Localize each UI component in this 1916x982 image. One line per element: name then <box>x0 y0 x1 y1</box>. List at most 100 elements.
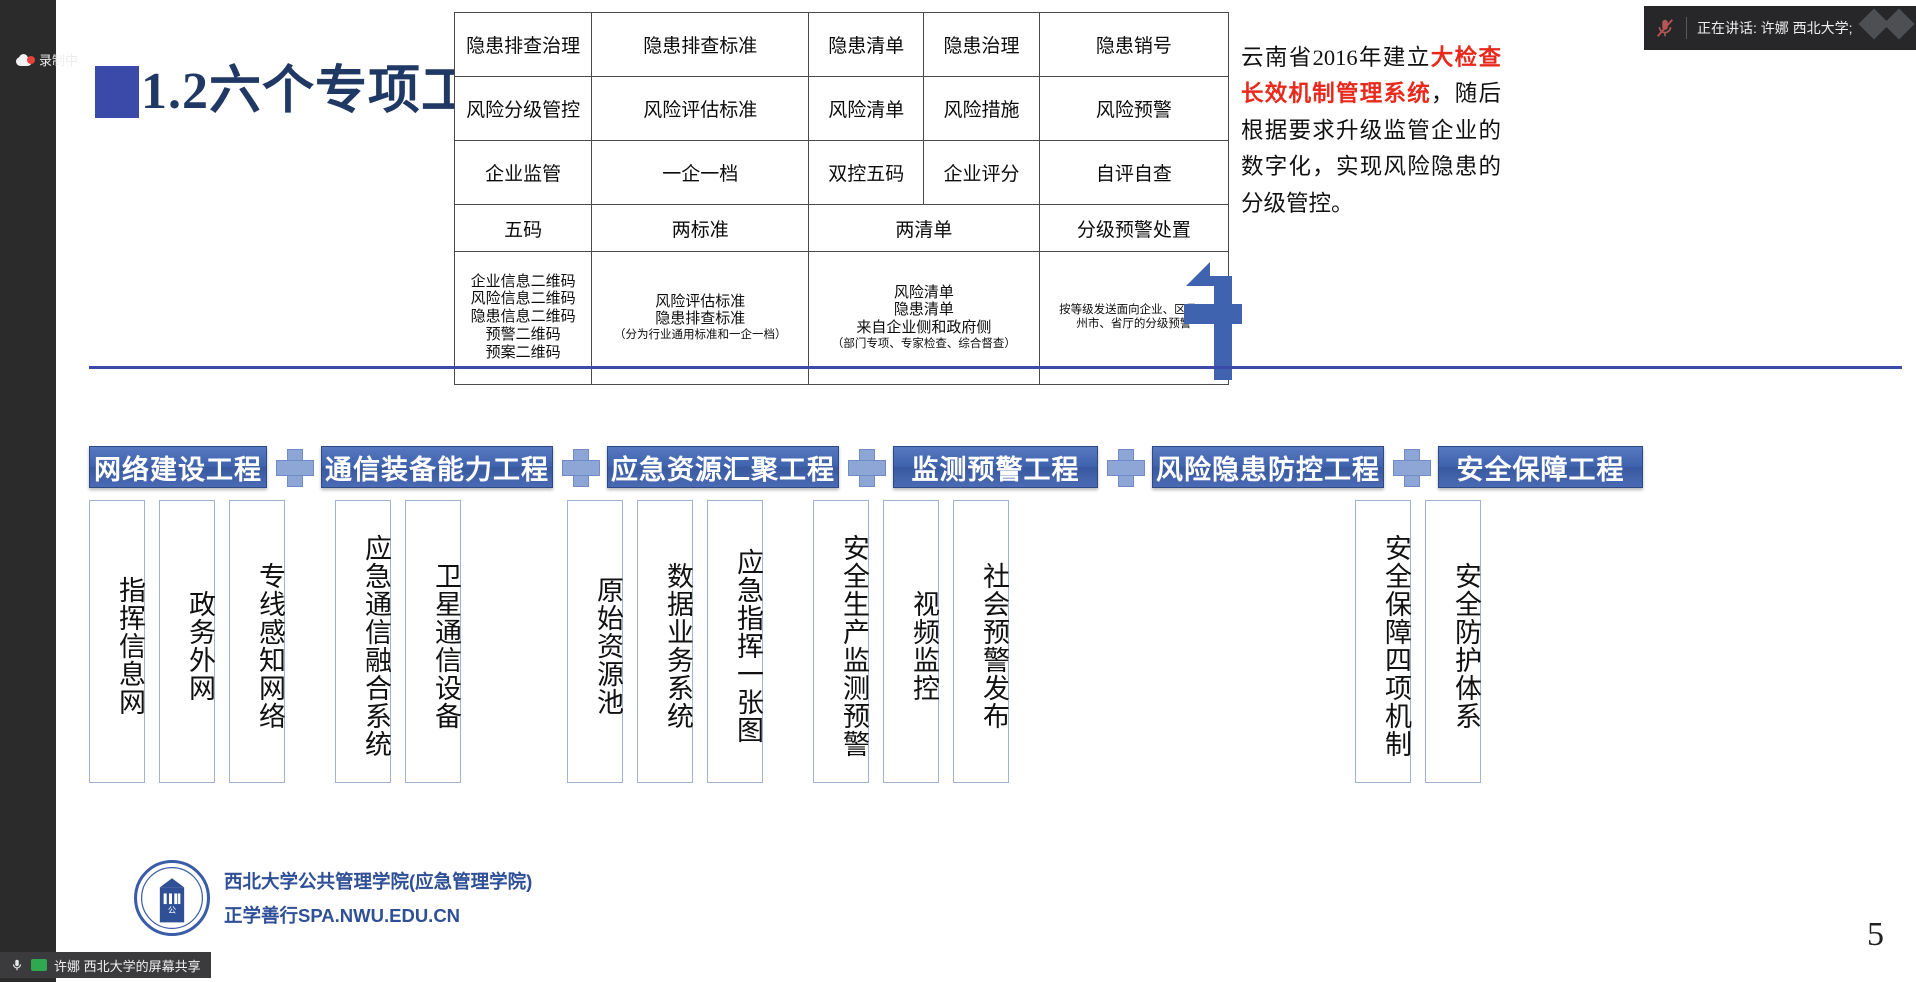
cell-detail-codes: 企业信息二维码 风险信息二维码 隐患信息二维码 预警二维码 预案二维码 <box>453 251 593 385</box>
detail-line: 隐患信息二维码 <box>470 309 576 326</box>
project-node: 卫星通信设备 <box>405 500 461 783</box>
divider <box>1686 17 1687 39</box>
side-note-paragraph: 云南省2016年建立大检查长效机制管理系统，随后根据要求升级监管企业的数字化，实… <box>1241 40 1501 222</box>
spacer <box>299 500 335 783</box>
project-banner-1[interactable]: 网络建设工程 <box>89 446 267 488</box>
cell: 企业监管 <box>453 140 593 205</box>
cell: 一企一档 <box>591 140 810 205</box>
table-row: 企业监管 一企一档 双控五码 企业评分 自评自查 <box>453 140 1230 205</box>
active-speaker-bar: 正在讲话: 许娜 西北大学; <box>1644 6 1916 50</box>
project-group-6: 安全保障四项机制 安全防护体系 <box>1355 500 1495 783</box>
cell: 隐患排查治理 <box>453 12 593 77</box>
six-projects-matrix-table: 隐患排查治理 隐患排查标准 隐患清单 隐患治理 隐患销号 风险分级管控 风险评估… <box>453 12 1230 385</box>
mic-muted-icon <box>1654 17 1676 39</box>
project-node-row: 指挥信息网 政务外网 专线感知网络 应急通信融合系统 卫星通信设备 原始资源池 … <box>89 500 1495 783</box>
plus-icon <box>1393 449 1431 487</box>
table-body: 隐患排查治理 隐患排查标准 隐患清单 隐患治理 隐患销号 风险分级管控 风险评估… <box>453 12 1230 385</box>
project-banner-2[interactable]: 通信装备能力工程 <box>321 446 553 488</box>
project-node: 政务外网 <box>159 500 215 783</box>
project-node: 安全防护体系 <box>1425 500 1481 783</box>
blue-arrow-icon <box>1184 262 1242 380</box>
plus-icon <box>562 449 600 487</box>
cell-detail-lists: 风险清单 隐患清单 来自企业侧和政府侧 （部门专项、专家检查、综合督查） <box>808 251 1040 385</box>
project-node: 应急指挥一张图 <box>707 500 763 783</box>
detail-line: 来自企业侧和政府侧 <box>856 320 992 337</box>
shared-slide: 1.2六个专项工程 隐患排查治理 隐患排查标准 隐患清单 隐患治理 隐患销号 风… <box>56 0 1916 982</box>
cell: 两清单 <box>808 204 1040 252</box>
cell: 隐患销号 <box>1038 12 1230 77</box>
svg-text:公: 公 <box>168 905 177 915</box>
detail-line: 企业信息二维码 <box>470 273 576 290</box>
project-node: 原始资源池 <box>567 500 623 783</box>
project-banner-6[interactable]: 安全保障工程 <box>1438 446 1643 488</box>
layout-tiles-icon[interactable] <box>1858 8 1915 40</box>
tile <box>1883 8 1915 40</box>
cell: 自评自查 <box>1038 140 1230 205</box>
active-speaker-name: 正在讲话: 许娜 西北大学; <box>1697 20 1853 36</box>
project-banner-3[interactable]: 应急资源汇聚工程 <box>607 446 839 488</box>
spacer <box>475 500 567 783</box>
project-group-2: 应急通信融合系统 卫星通信设备 <box>335 500 475 783</box>
detail-line: 风险清单 <box>893 284 954 301</box>
cell: 企业评分 <box>923 140 1040 205</box>
record-dot-icon <box>27 55 35 64</box>
project-group-4: 安全生产监测预警 视频监控 社会预警发布 <box>813 500 1023 783</box>
detail-line: 隐患清单 <box>893 302 954 319</box>
microphone-icon[interactable] <box>10 958 24 972</box>
section-divider <box>89 366 1902 369</box>
project-banner-row: 网络建设工程 通信装备能力工程 应急资源汇聚工程 监测预警工程 风险隐患防控工程… <box>89 446 1643 488</box>
cell: 双控五码 <box>808 140 925 205</box>
cell: 五码 <box>453 204 593 252</box>
side-note-part2: ，随后根据要求升级监管企业的数字化，实现风险隐患的分级管控。 <box>1241 81 1501 216</box>
detail-line: 风险信息二维码 <box>470 291 576 308</box>
detail-note: （分为行业通用标准和一企一档） <box>614 328 787 341</box>
detail-line: 预案二维码 <box>485 344 561 361</box>
project-node: 专线感知网络 <box>229 500 285 783</box>
recording-indicator: 录制中 <box>16 50 78 69</box>
project-node: 社会预警发布 <box>953 500 1009 783</box>
project-node: 数据业务系统 <box>637 500 693 783</box>
page-number: 5 <box>1867 916 1884 953</box>
detail-line: 隐患排查标准 <box>655 311 746 328</box>
recording-label: 录制中 <box>39 53 79 68</box>
cell-detail-standards: 风险评估标准 隐患排查标准 （分为行业通用标准和一企一档） <box>591 251 810 385</box>
cell: 分级预警处置 <box>1038 204 1230 252</box>
detail-line: 预警二维码 <box>485 326 561 343</box>
spacer <box>777 500 813 783</box>
project-banner-5[interactable]: 风险隐患防控工程 <box>1152 446 1384 488</box>
project-node: 应急通信融合系统 <box>335 500 391 783</box>
project-group-1: 指挥信息网 政务外网 专线感知网络 <box>89 500 299 783</box>
cell: 隐患清单 <box>808 12 925 77</box>
project-node: 安全保障四项机制 <box>1355 500 1411 783</box>
cell: 隐患治理 <box>923 12 1040 77</box>
side-note-part1: 云南省2016年建立 <box>1241 45 1431 70</box>
screen-share-status-bar: 许娜 西北大学的屏幕共享 <box>0 952 211 978</box>
project-node: 指挥信息网 <box>89 500 145 783</box>
detail-line: 风险评估标准 <box>655 293 746 310</box>
project-node: 安全生产监测预警 <box>813 500 869 783</box>
project-node: 视频监控 <box>883 500 939 783</box>
detail-note: （部门专项、专家检查、综合督查） <box>831 337 1016 350</box>
title-accent-bar <box>95 66 139 118</box>
cloud-recording-icon <box>16 53 35 66</box>
cell: 风险清单 <box>808 76 925 141</box>
table-row-summary: 五码 两标准 两清单 分级预警处置 <box>453 204 1230 252</box>
cell: 两标准 <box>591 204 810 252</box>
cell: 风险评估标准 <box>591 76 810 141</box>
plus-icon <box>848 449 886 487</box>
footer-motto-url: 正学善行SPA.NWU.EDU.CN <box>224 905 461 926</box>
cell: 风险措施 <box>923 76 1040 141</box>
project-group-5 <box>1023 500 1355 783</box>
project-banner-4[interactable]: 监测预警工程 <box>893 446 1098 488</box>
table-row-detail: 企业信息二维码 风险信息二维码 隐患信息二维码 预警二维码 预案二维码 风险评估… <box>453 251 1230 385</box>
table-row: 风险分级管控 风险评估标准 风险清单 风险措施 风险预警 <box>453 76 1230 141</box>
plus-icon <box>276 449 314 487</box>
table-row: 隐患排查治理 隐患排查标准 隐患清单 隐患治理 隐患销号 <box>453 12 1230 77</box>
cell: 隐患排查标准 <box>591 12 810 77</box>
video-camera-icon[interactable] <box>31 959 47 971</box>
detail-line: 按等级发送面向企业、区县、 <box>1059 304 1209 317</box>
detail-line: 州市、省厅的分级预警 <box>1076 318 1192 330</box>
cell: 风险预警 <box>1038 76 1230 141</box>
project-group-3: 原始资源池 数据业务系统 应急指挥一张图 <box>567 500 777 783</box>
